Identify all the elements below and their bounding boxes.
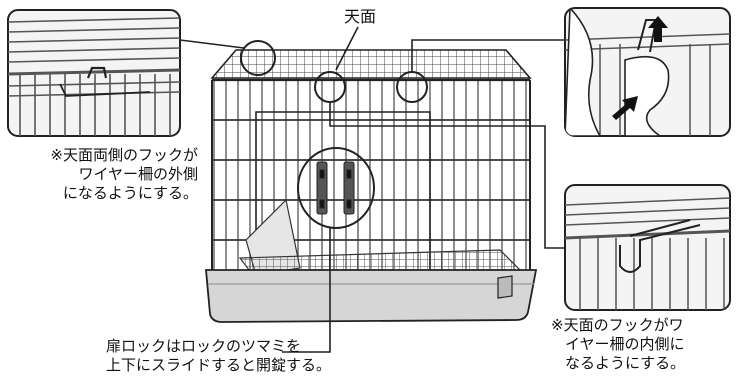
top-surface	[210, 49, 532, 79]
note-hook-inside-line-1: ※天面のフックがワ	[551, 316, 684, 334]
callout-circle-door-lock	[297, 147, 375, 229]
inset-hook-operation	[564, 7, 731, 137]
inset-hook-outside	[7, 9, 181, 137]
leader-hook-left	[179, 39, 245, 49]
note-hook-inside-line-2: イヤー柵の内側に	[565, 335, 685, 353]
arrow-up-icon	[648, 16, 668, 42]
tray-clip-icon	[497, 275, 513, 299]
arrow-push-icon	[612, 96, 638, 120]
note-door-lock: 扉ロックはロックのツマミを 上下にスライドすると開錠する。	[106, 337, 331, 375]
leader-door-lock	[282, 228, 331, 353]
note-hook-outside: ※天面両側のフックが ワイヤー柵の外側 になるようにする。	[8, 146, 198, 203]
note-hook-outside-line-3: になるようにする。	[62, 184, 198, 202]
door-lock	[316, 161, 355, 215]
cage	[205, 49, 538, 323]
note-door-lock-line-1: 扉ロックはロックのツマミを	[106, 337, 302, 355]
leader-top-label	[335, 26, 359, 71]
note-hook-inside: ※天面のフックがワ イヤー柵の内側に なるようにする。	[551, 316, 736, 373]
leader-hook-center	[329, 102, 565, 249]
note-door-lock-line-2: 上下にスライドすると開錠する。	[106, 356, 332, 374]
top-surface-label: 天面	[344, 7, 377, 26]
inset-hook-inside	[564, 184, 731, 311]
tray	[205, 269, 538, 323]
leader-hook-right	[411, 39, 565, 72]
note-hook-outside-line-1: ※天面両側のフックが	[50, 146, 198, 164]
callout-circle-hook-left	[240, 40, 276, 76]
note-hook-inside-line-3: なるようにする。	[565, 354, 686, 372]
note-hook-outside-line-2: ワイヤー柵の外側	[78, 165, 198, 183]
